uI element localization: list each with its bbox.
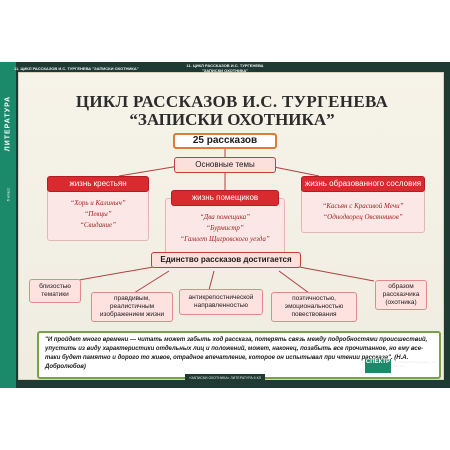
work-item: “Бурмистр” [206, 224, 244, 232]
work-item: “Гамлет Щигровского уезда” [180, 235, 270, 243]
educated-works: “Касьян с Красивой Мечи” “Однодворец Овс… [301, 201, 425, 223]
work-item: “Хорь и Калиныч” [70, 199, 126, 207]
unity-heading: Единство рассказов достигается [151, 252, 301, 268]
grade-label: 6 класс [5, 187, 11, 202]
peasants-card [47, 183, 149, 241]
educated-label: жизнь образованного сословия [301, 176, 425, 192]
landowners-works: “Два помещика” “Бурмистр” “Гамлет Щигров… [165, 212, 285, 245]
work-item: “Касьян с Красивой Мечи” [322, 202, 404, 210]
work-item: “Два помещика” [199, 213, 251, 221]
header-right: 11. ЦИКЛ РАССКАЗОВ И.С. ТУРГЕНЕВА "ЗАПИС… [180, 62, 270, 74]
content-sheet: ЦИКЛ РАССКАЗОВ И.С. ТУРГЕНЕВА “ЗАПИСКИ О… [18, 72, 444, 380]
header-left: 11. ЦИКЛ РАССКАЗОВ И.С. ТУРГЕНЕВА "ЗАПИС… [14, 66, 139, 71]
publisher-logo: СПЕКТР [365, 359, 391, 373]
work-item: “Певцы” [84, 210, 112, 218]
footer-label: «ЗАПИСКИ ОХОТНИКА» ЛИТЕРАТУРА 6 КЛ [185, 374, 265, 388]
work-item: “Свидание” [79, 221, 117, 229]
unity-item-narrator: образом рассказчика (охотника) [375, 280, 427, 310]
subject-sidebar: ЛИТЕРАТУРА 6 класс [0, 62, 16, 388]
unity-item-poetry: поэтичностью, эмоциональностью повествов… [271, 292, 357, 322]
publisher-address: ул. Маршала Бирюзова, д. 34, Москва [394, 360, 437, 368]
peasants-works: “Хорь и Калиныч” “Певцы” “Свидание” [47, 198, 149, 231]
landowners-label: жизнь помещиков [171, 190, 279, 206]
unity-item-serfdom: антикрепостнической направленностью [179, 289, 263, 315]
subject-label: ЛИТЕРАТУРА [4, 95, 12, 152]
story-count: 25 рассказов [173, 133, 277, 149]
work-item: “Однодворец Овсянников” [323, 213, 403, 221]
page-title: ЦИКЛ РАССКАЗОВ И.С. ТУРГЕНЕВА [75, 92, 389, 111]
unity-item-theme: близостью тематики [29, 279, 81, 303]
connector-lines [78, 149, 375, 294]
page-subtitle: “ЗАПИСКИ ОХОТНИКА” [129, 110, 335, 129]
main-themes-label: Основные темы [174, 157, 276, 173]
peasants-label: жизнь крестьян [47, 176, 149, 192]
unity-item-realism: правдивым, реалистичным изображением жиз… [91, 292, 173, 322]
landowners-card [165, 198, 285, 256]
poster: ЛИТЕРАТУРА 6 класс 11. ЦИКЛ РАССКАЗОВ И.… [0, 62, 450, 388]
